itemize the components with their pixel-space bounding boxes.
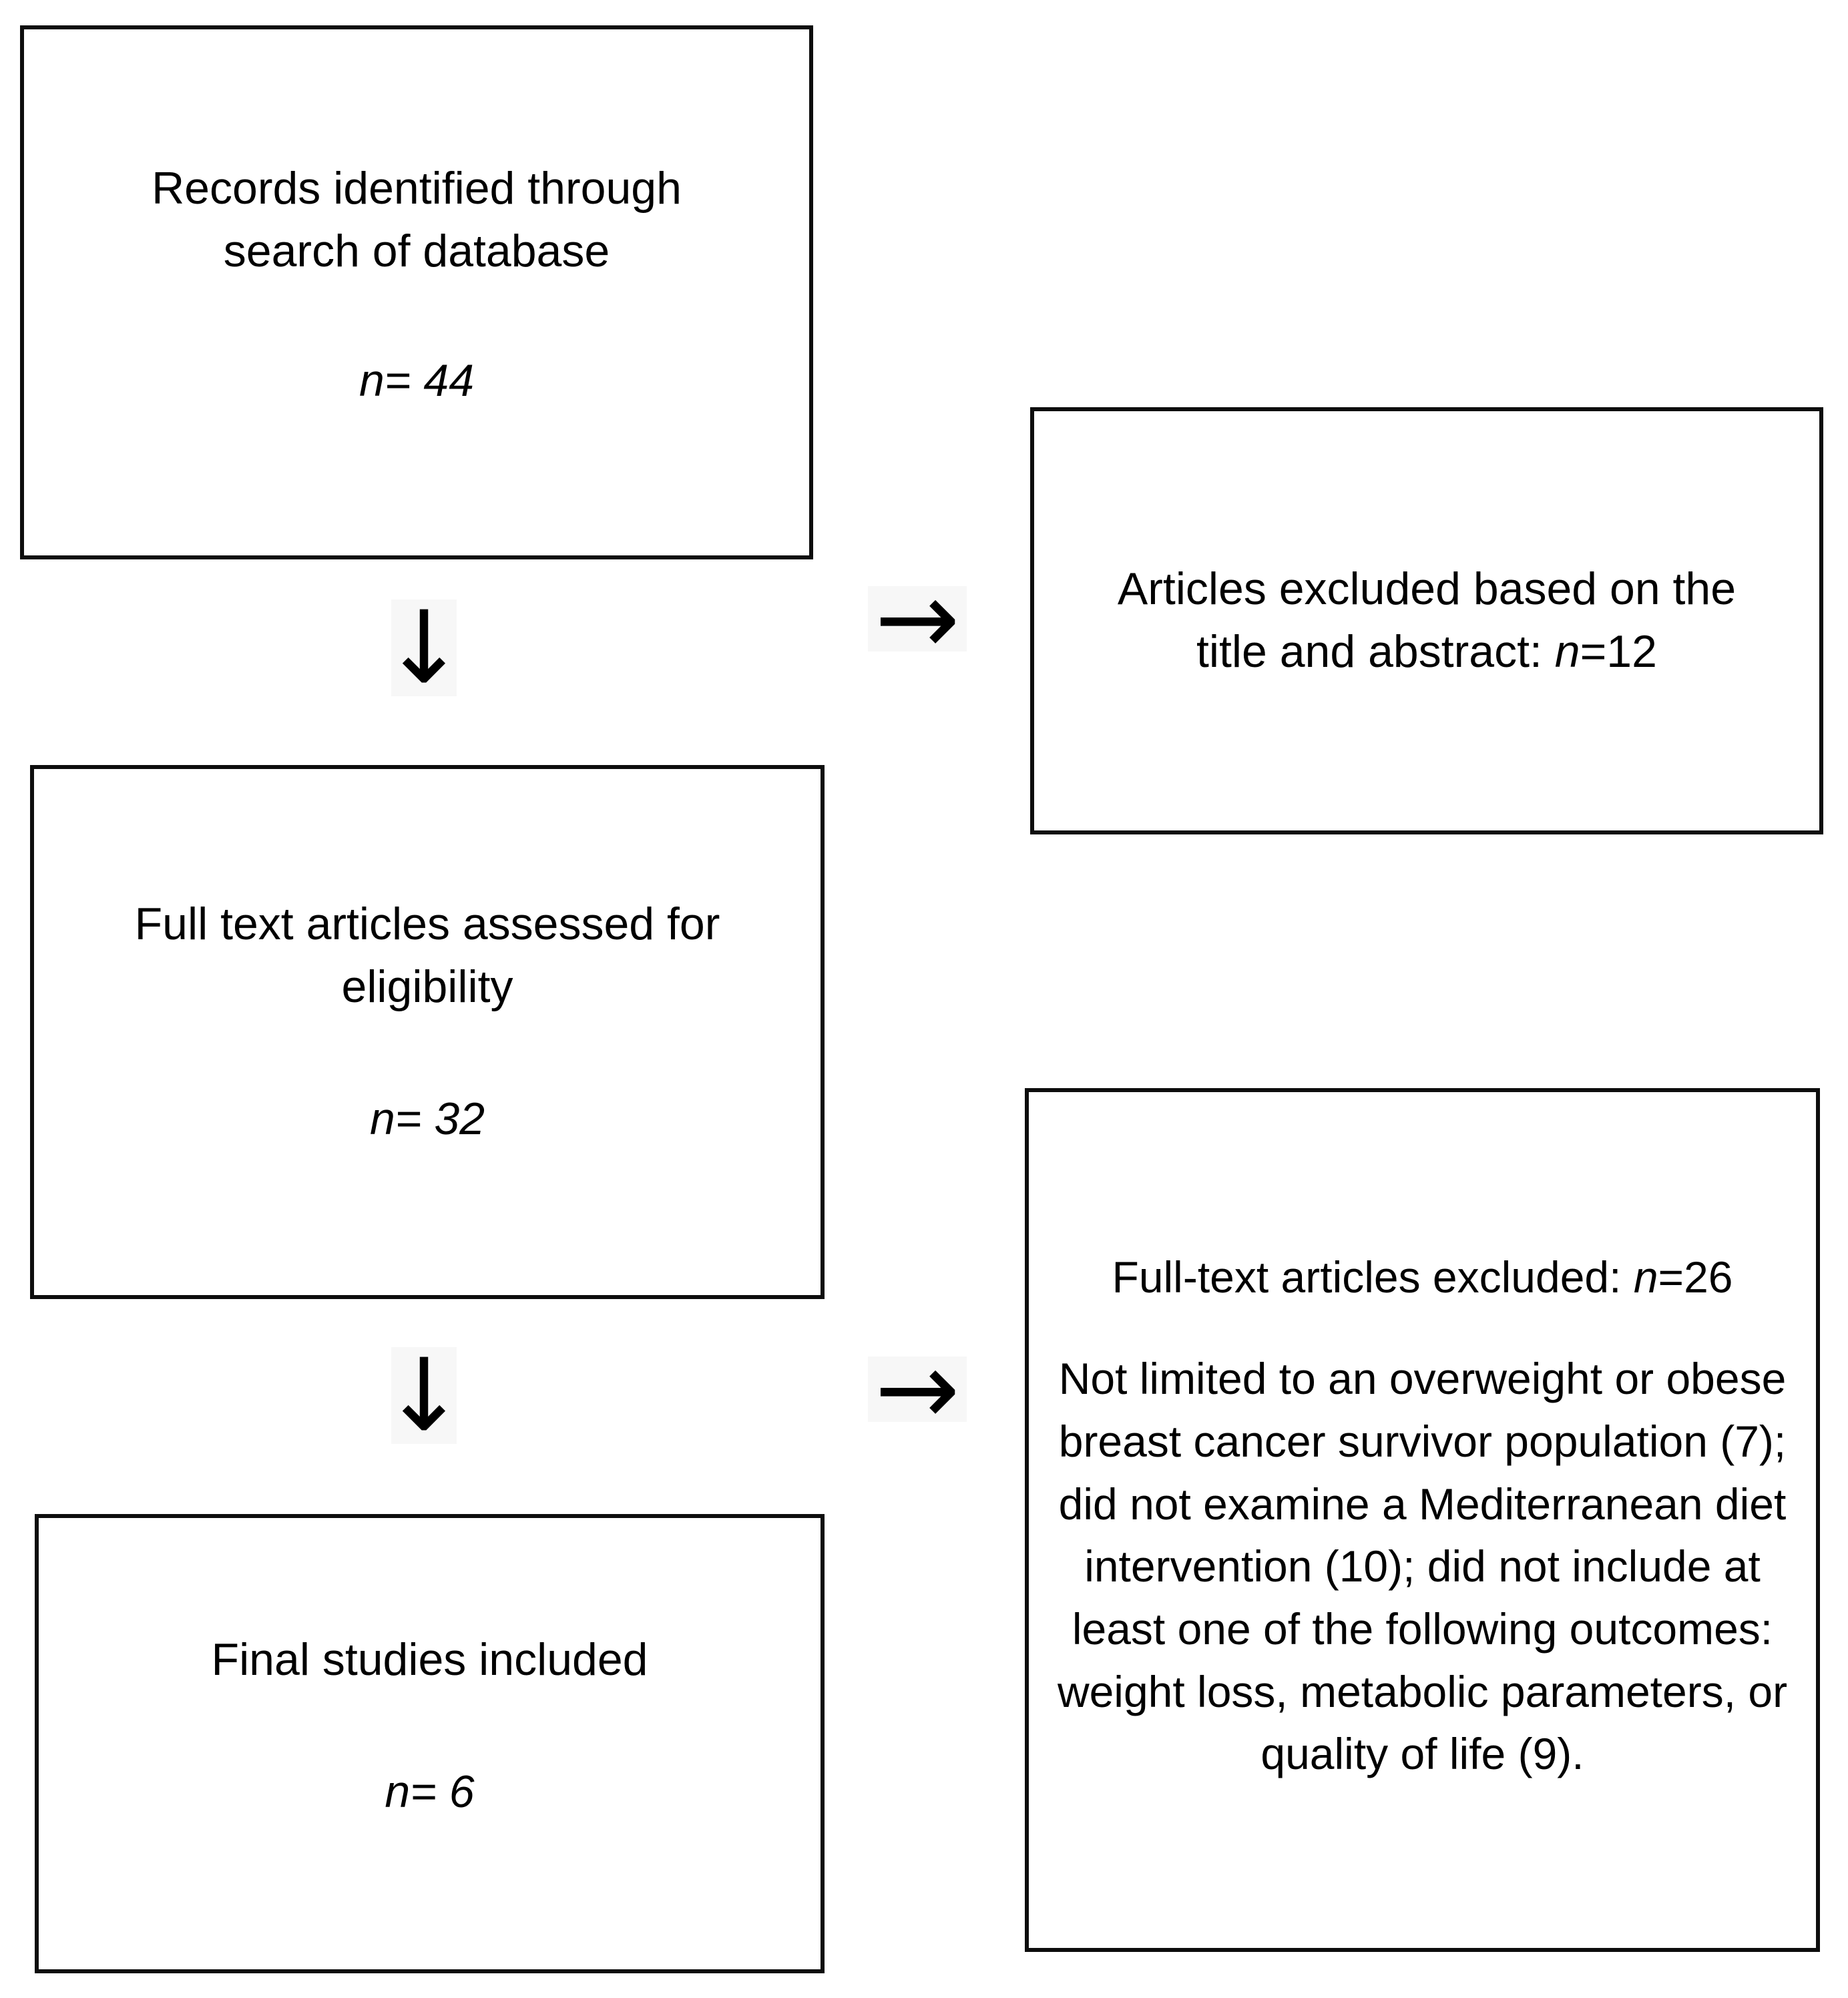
box-excluded-title-abstract-n-symbol: n	[1554, 626, 1580, 677]
box-records-identified-title: Records identified through search of dat…	[152, 163, 682, 276]
box-excluded-fulltext-reasons: Not limited to an overweight or obese br…	[1057, 1354, 1788, 1779]
box-fulltext-assessed-title: Full text articles assessed for eligibil…	[134, 899, 720, 1012]
box-final-studies: Final studies included n= 6	[35, 1514, 825, 1973]
down-arrow-icon: ↓	[382, 1337, 466, 1454]
box-excluded-title-abstract-label: Articles excluded based on the title and…	[1117, 563, 1737, 677]
box-excluded-fulltext-headline-prefix: Full-text articles excluded:	[1112, 1252, 1634, 1302]
down-arrow-icon: ↓	[382, 589, 466, 706]
box-fulltext-assessed-count: n= 32	[369, 1093, 485, 1144]
box-records-identified: Records identified through search of dat…	[20, 25, 813, 559]
box-excluded-fulltext: Full-text articles excluded: n=26 Not li…	[1025, 1088, 1820, 1952]
box-final-studies-title: Final studies included	[211, 1634, 648, 1685]
box-excluded-fulltext-headline: Full-text articles excluded: n=26	[1062, 1247, 1783, 1308]
box-excluded-title-abstract-n-value: =12	[1580, 626, 1657, 677]
right-arrow-icon: →	[868, 568, 967, 670]
box-fulltext-assessed: Full text articles assessed for eligibil…	[30, 765, 825, 1299]
box-excluded-title-abstract: Articles excluded based on the title and…	[1030, 407, 1823, 834]
box-excluded-fulltext-n-value: =26	[1658, 1252, 1733, 1302]
box-excluded-title-abstract-text: Articles excluded based on the title and…	[1073, 558, 1781, 684]
right-arrow-icon: →	[868, 1338, 967, 1440]
box-final-studies-count: n= 6	[385, 1766, 475, 1817]
box-excluded-fulltext-n-symbol: n	[1633, 1252, 1658, 1302]
box-records-identified-count: n= 44	[359, 354, 475, 406]
